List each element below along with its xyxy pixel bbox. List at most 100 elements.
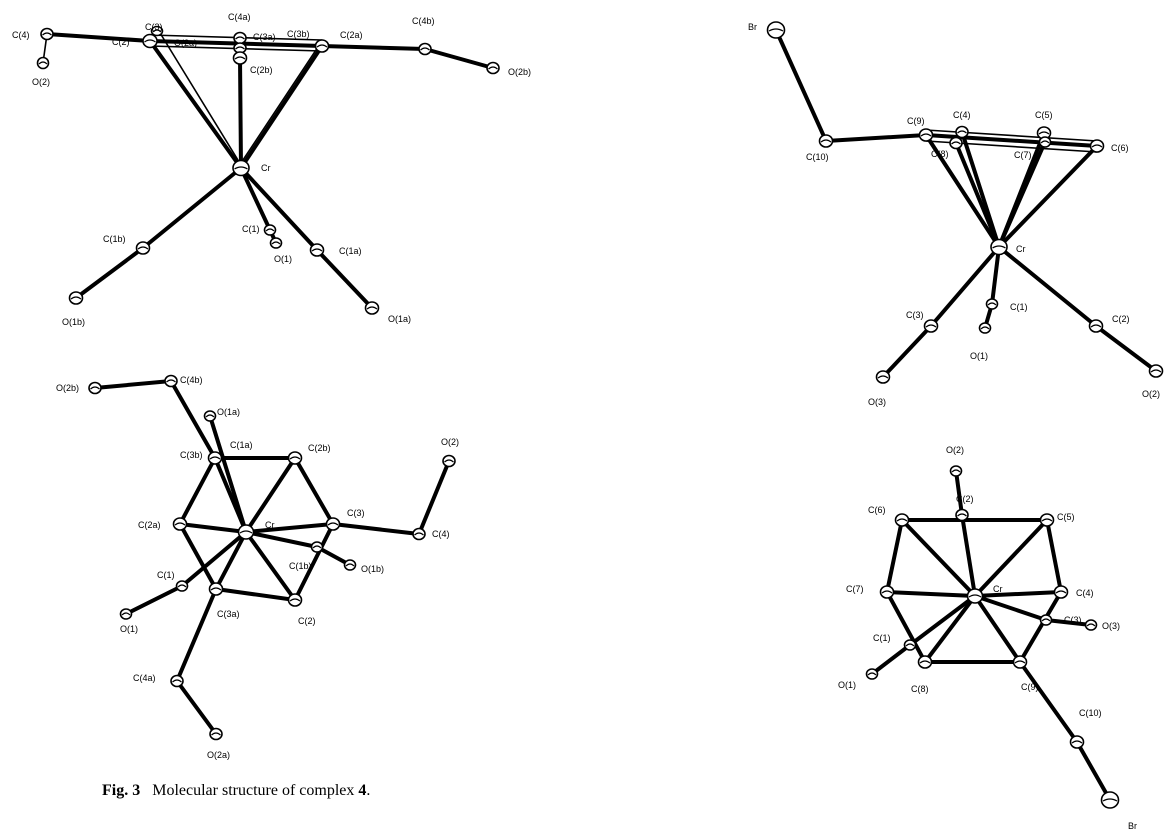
atom-layer: [88, 374, 456, 741]
atom-label-o-2: O(2): [32, 77, 50, 87]
bond-layer: [870, 469, 1112, 802]
bond-cr-c-9: [973, 594, 1022, 664]
bond-c-3-o-3: [881, 324, 933, 379]
atom-o-2b: [486, 61, 500, 75]
atom-label-br: Br: [748, 22, 757, 32]
bond-layer: [774, 28, 1158, 379]
atom-label-o-1: O(1): [120, 624, 138, 634]
bond-cr-c-7: [997, 140, 1047, 249]
atom-o-1a: [203, 410, 217, 422]
bond-cr-c-8: [954, 141, 1001, 249]
bond-cr-c-4: [973, 590, 1063, 598]
atom-label-o-1: O(1): [274, 254, 292, 264]
atom-label-c-3: C(3): [347, 508, 365, 518]
atom-label-c-4: C(4): [12, 30, 30, 40]
atom-c-4: [412, 527, 426, 541]
atom-o-1: [978, 322, 992, 334]
bond-cr-c-5: [973, 518, 1049, 598]
bond-cr-c-6: [997, 144, 1099, 249]
atom-br: [1100, 791, 1120, 809]
atom-label-o-1b: O(1b): [361, 564, 384, 574]
atom-label-cr: Cr: [993, 584, 1003, 594]
atom-label-c-7: C(7): [1014, 150, 1032, 160]
atom-o-1: [269, 237, 283, 249]
bond-cr-c-7: [885, 590, 977, 598]
atom-label-c-1: C(1): [1010, 302, 1028, 312]
atom-label-c-2b: C(2b): [250, 65, 273, 75]
bond-c-4-c-9: [1018, 590, 1063, 664]
atom-label-c-3b: C(3b): [287, 29, 310, 39]
atom-c-2a: [172, 517, 188, 531]
atom-label-o-1b: O(1b): [62, 317, 85, 327]
atom-c-2b: [287, 451, 303, 465]
caption-text: Molecular structure of complex: [152, 782, 359, 799]
atom-o-3: [875, 370, 891, 384]
atom-c-4b: [418, 42, 432, 56]
atom-label-o-2: O(2): [441, 437, 459, 447]
bond-cr-c-2a-outline: [240, 40, 323, 164]
atom-c-2: [1088, 319, 1104, 333]
bond-c-1-o-1: [870, 643, 912, 676]
atom-c-3b: [207, 451, 223, 465]
bond-c-8-c-7: [885, 590, 927, 664]
atom-label-o-2b: O(2b): [508, 67, 531, 77]
atom-label-c-4: C(4): [432, 529, 450, 539]
atom-c-4a: [233, 31, 247, 45]
label-layer: CrC(2)C(3)C(4a)C(3a)C(3b)C(2a)C(2b)C(4)O…: [12, 12, 531, 327]
label-layer: CrO(2)C(2)C(6)C(5)C(7)C(4)C(3)O(3)C(1)O(…: [838, 445, 1137, 831]
bond-c-4b-o-2b: [423, 47, 495, 70]
atom-o-2: [36, 56, 50, 70]
atom-label-c-3: C(3): [145, 22, 163, 32]
atom-o-2: [949, 465, 963, 477]
bond-c-4a-o-2a: [175, 679, 218, 736]
atom-label-c-3: C(3): [1064, 615, 1082, 625]
bond-c-3-c-2: [293, 522, 335, 602]
atom-c-10: [818, 134, 834, 148]
bond-layer: [93, 379, 451, 736]
atom-c-10: [1069, 735, 1085, 749]
atom-c-7: [879, 585, 895, 599]
panel-side-view-bromo-complex: CrBrC(10)C(9)C(4)C(8)C(5)C(7)C(6)C(3)O(3…: [748, 21, 1164, 407]
bond-c-5-c-4: [1045, 518, 1063, 594]
atom-c-2: [142, 33, 158, 49]
atom-label-c-2: C(2): [1112, 314, 1130, 324]
compound-number: 4: [358, 782, 367, 799]
bond-c-3-c-4: [331, 522, 421, 536]
bond-cr-c-2a: [178, 522, 248, 534]
atom-label-o-2b: O(2b): [56, 383, 79, 393]
bond-c-4b-c-3b: [169, 379, 217, 460]
atom-o-1: [119, 608, 133, 620]
bond-cr-c-1: [239, 166, 272, 232]
atom-label-c-9: C(9): [1021, 682, 1039, 692]
bond-cr-c-2: [148, 39, 243, 170]
atom-c-2b: [232, 51, 248, 65]
atom-label-o-2: O(2): [946, 445, 964, 455]
bond-c-10-c-9: [824, 133, 928, 143]
atom-c-1a: [309, 243, 325, 257]
bond-c-2-o-2: [1094, 324, 1158, 373]
atom-c-4a: [170, 674, 184, 688]
bond-cr-c-8: [923, 594, 977, 664]
atom-label-c-10: C(10): [1079, 708, 1102, 718]
atom-c-3: [325, 517, 341, 531]
bond-cr-o-1a: [208, 414, 248, 534]
bond-c-2-c-3a: [214, 587, 297, 602]
atom-c-1: [985, 298, 999, 310]
atom-label-cr: Cr: [261, 163, 271, 173]
bond-c-3a-c-2a: [178, 522, 218, 591]
bond-c-4-c-2: [45, 32, 152, 43]
bond-br-c-10: [774, 28, 828, 143]
bond-cr-c-6: [900, 518, 977, 598]
atom-br: [766, 21, 786, 39]
atom-layer: [36, 25, 500, 315]
atom-cr: [237, 524, 255, 540]
atom-label-c-3a: C(3a): [253, 32, 276, 42]
bond-c-2b-c-3: [293, 456, 335, 526]
atom-o-3: [1084, 619, 1098, 631]
atom-label-c-4b: C(4b): [412, 16, 435, 26]
atom-label-c-1a: C(1a): [339, 246, 362, 256]
atom-label-o-3: O(3): [1102, 621, 1120, 631]
atom-c-5: [1036, 126, 1052, 140]
atom-label-c-6: C(6): [1111, 143, 1129, 153]
